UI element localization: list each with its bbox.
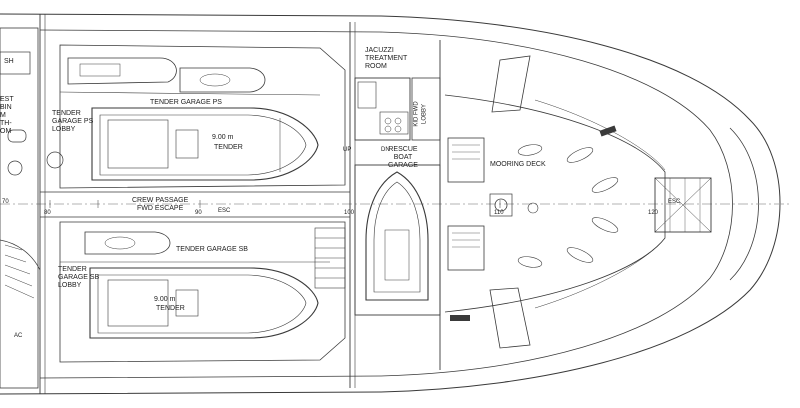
label-esc-aft: ESC [218,208,231,214]
label-tender-sb: TENDER [156,305,185,312]
label-frame-80: 80 [44,210,51,216]
garage-sb-wall [59,221,346,363]
kid-lobby [411,77,441,141]
stair-treads [4,244,35,299]
label-sh: SH [4,58,14,65]
garage-ps-ramp [59,91,321,96]
label-tender-garage-ps: TENDER GARAGE PS [150,99,222,106]
label-crew-passage: CREW PASSAGE FWD ESCAPE [132,197,189,212]
stair-sb [314,227,346,289]
spiral-stair [0,239,41,271]
garage-ps-wall [59,44,346,189]
label-frame-120: 120 [648,210,659,216]
label-ac: AC [14,333,23,339]
label-up: UP [343,147,352,153]
toilet [46,151,64,169]
rescue-boat [365,171,429,301]
jetski-ps [179,67,266,93]
davit-sb [489,287,531,349]
hull-outline [0,13,781,395]
tender-ps-hull [91,107,319,181]
label-esc-fwd: ESC [668,199,681,205]
jacuzzi-room [354,77,411,141]
label-tender-sb-length: 9.00 m [154,296,176,303]
label-frame-110: 110 [494,210,504,216]
label-frame-100: 100 [344,210,355,216]
label-frame-left: 70 [2,199,9,205]
windlass-ps [447,137,485,183]
tender-sb-hull [89,267,319,339]
shower-ps [7,160,23,176]
label-kid-fwd-lobby: KID FWD LOBBY [413,101,428,127]
label-dn: DN [381,147,390,153]
label-jacuzzi-room: JACUZZI TREATMENT ROOM [365,47,408,70]
rescue-garage [354,164,441,316]
davit-ps [491,55,531,113]
label-tender-ps: TENDER [214,144,243,151]
label-frame-90: 90 [195,210,202,216]
cabin-block [0,27,39,389]
label-mooring-deck: MOORING DECK [490,161,546,168]
windlass-sb [447,225,485,271]
bulwark-inner [39,29,733,379]
sink [7,129,27,143]
label-rescue-boat-garage: RESCUE BOAT GARAGE [388,146,418,169]
small-rib-ps [67,57,177,85]
label-guest-cabin: EST BIN M TH- OM [0,96,14,135]
label-tender-ps-length: 9.00 m [212,134,234,141]
label-tender-garage-sb-lobby: TENDER GARAGE SB LOBBY [58,266,100,289]
sh-box [0,51,31,75]
label-tender-garage-ps-lobby: TENDER GARAGE PS LOBBY [52,110,94,133]
mooring-deck-boundary [444,94,666,313]
label-tender-garage-sb: TENDER GARAGE SB [176,246,248,253]
frame-ticks [49,200,656,208]
jetski-sb [84,231,171,255]
bollards [517,144,619,268]
